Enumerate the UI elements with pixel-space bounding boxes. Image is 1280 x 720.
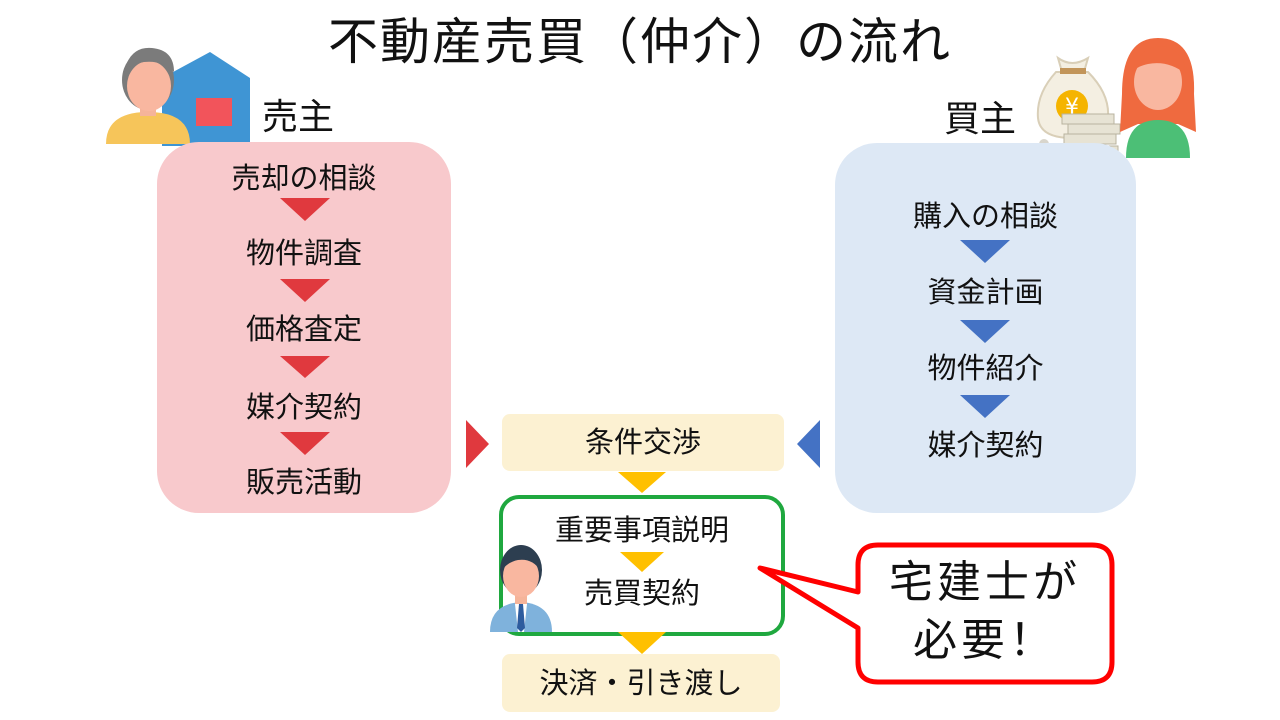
seller-step-consultation: 売却の相談 xyxy=(231,161,377,195)
buyer-step-property-introduction: 物件紹介 xyxy=(927,351,1044,385)
seller-icon xyxy=(106,47,250,146)
seller-step-survey: 物件調査 xyxy=(245,236,362,270)
house-icon xyxy=(162,52,250,146)
seller-arrow-icon xyxy=(280,279,330,302)
seller-arrow-icon xyxy=(280,432,330,455)
seller-arrow-icon xyxy=(280,198,330,221)
buyer-icon: ¥ xyxy=(1036,38,1196,158)
seller-step-sales-activity: 販売活動 xyxy=(245,465,362,499)
important-matters-explanation: 重要事項説明 xyxy=(554,513,729,547)
woman-avatar-icon xyxy=(1120,38,1196,158)
seller-step-brokerage-contract: 媒介契約 xyxy=(245,390,362,424)
buyer-label: 買主 xyxy=(944,99,1017,140)
seller-to-center-arrow-icon xyxy=(466,420,489,468)
settlement-box: 決済・引き渡し xyxy=(502,654,780,712)
buyer-step-consultation: 購入の相談 xyxy=(912,199,1058,233)
buyer-arrow-icon xyxy=(960,240,1010,263)
agent-icon xyxy=(490,545,552,632)
center-arrow-icon xyxy=(618,632,666,654)
seller-label: 売主 xyxy=(262,97,335,138)
seller-arrow-icon xyxy=(280,356,330,378)
buyer-step-financial-plan: 資金計画 xyxy=(927,275,1044,309)
buyer-to-center-arrow-icon xyxy=(797,420,820,468)
negotiation-box: 条件交渉 xyxy=(502,414,784,471)
man-avatar-icon xyxy=(106,47,190,144)
buyer-arrow-icon xyxy=(960,320,1010,343)
center-arrow-icon xyxy=(620,552,664,572)
seller-step-appraisal: 価格査定 xyxy=(245,312,362,346)
buyer-arrow-icon xyxy=(960,395,1010,418)
callout-line-2: 必要！ xyxy=(913,615,1057,666)
center-arrow-icon xyxy=(618,472,666,493)
sales-contract: 売買契約 xyxy=(583,576,700,610)
page-title: 不動産売買（仲介）の流れ xyxy=(328,13,952,71)
callout-line-1: 宅建士が xyxy=(889,557,1081,608)
buyer-step-brokerage-contract: 媒介契約 xyxy=(927,428,1044,462)
